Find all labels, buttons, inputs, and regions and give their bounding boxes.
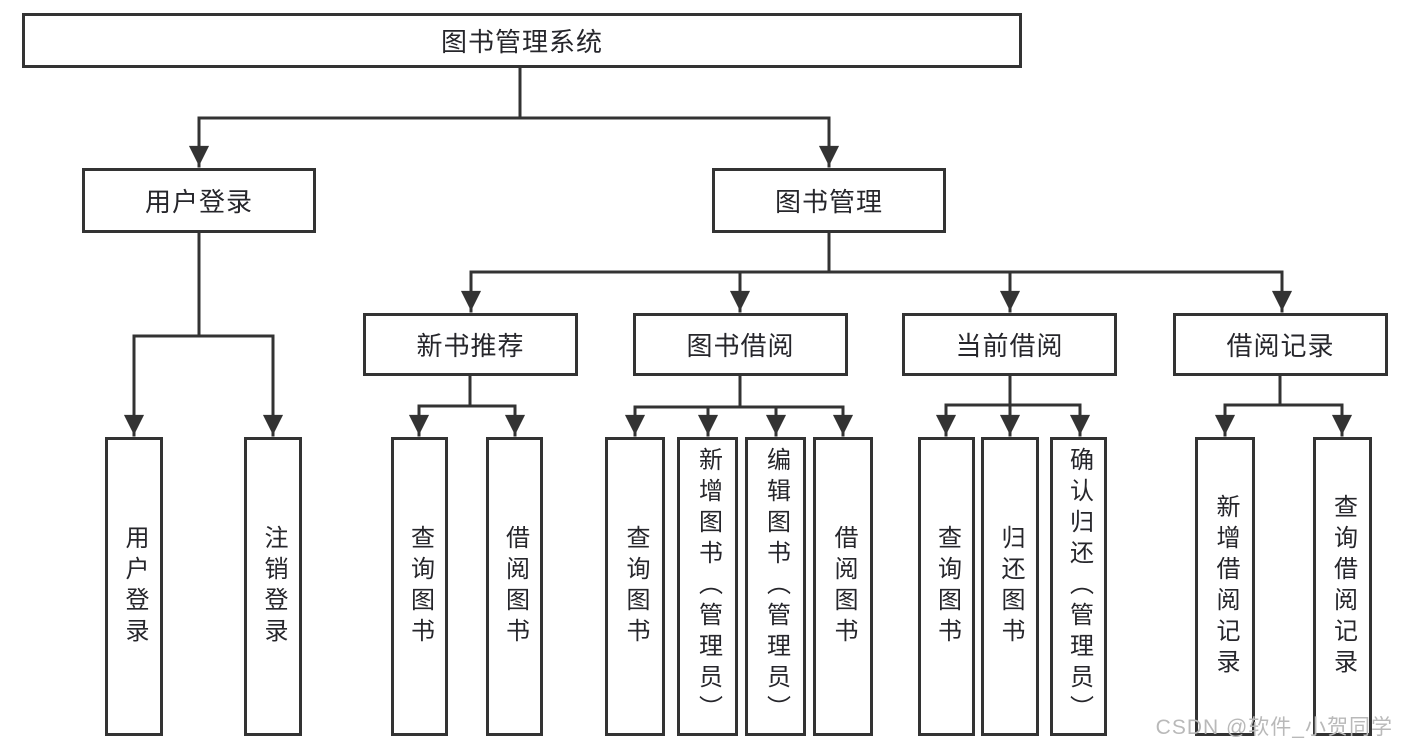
- leaf-add-borrow-record: 新增借阅记录: [1195, 437, 1255, 736]
- node-label: 当前借阅: [955, 331, 1064, 361]
- node-borrow-records: 借阅记录: [1173, 313, 1388, 376]
- connectors: [123, 67, 1353, 437]
- leaf-return-books: 归还图书: [981, 437, 1039, 736]
- leaf-label: 确认归还（管理员）: [1065, 447, 1093, 726]
- leaf-label: 归还图书: [997, 524, 1024, 649]
- leaf-logout: 注销登录: [244, 437, 302, 736]
- watermark-csdn: CSDN @软件_小贺同学: [1155, 716, 1393, 739]
- node-label: 用户登录: [144, 187, 253, 217]
- leaf-edit-book-admin: 编辑图书（管理员）: [745, 437, 806, 736]
- node-book-management: 图书管理: [712, 168, 946, 233]
- leaf-add-book-admin: 新增图书（管理员）: [677, 437, 738, 736]
- node-new-book-recommend: 新书推荐: [363, 313, 578, 376]
- leaf-query-borrow-record: 查询借阅记录: [1313, 437, 1372, 736]
- leaf-label: 借阅图书: [501, 524, 529, 649]
- node-book-borrowing: 图书借阅: [633, 313, 848, 376]
- leaf-user-login: 用户登录: [105, 437, 163, 736]
- leaf-borrow-books-recommend: 借阅图书: [486, 437, 543, 736]
- leaf-label: 查询借阅记录: [1329, 493, 1357, 680]
- node-user-login: 用户登录: [82, 168, 316, 233]
- node-label: 图书管理: [774, 187, 883, 217]
- leaf-query-books-recommend: 查询图书: [391, 437, 448, 736]
- leaf-borrow-books-borrowing: 借阅图书: [813, 437, 873, 736]
- node-library-management-system: 图书管理系统: [22, 13, 1022, 68]
- leaf-label: 查询图书: [406, 524, 434, 649]
- leaf-label: 新增借阅记录: [1212, 493, 1239, 680]
- leaf-label: 查询图书: [933, 524, 961, 649]
- leaf-query-books-borrowing: 查询图书: [605, 437, 665, 736]
- node-label: 图书管理系统: [440, 27, 603, 57]
- leaf-query-books-current: 查询图书: [918, 437, 975, 736]
- leaf-label: 借阅图书: [830, 524, 857, 649]
- node-current-borrowing: 当前借阅: [902, 313, 1117, 376]
- node-label: 新书推荐: [416, 331, 525, 361]
- leaf-label: 用户登录: [121, 524, 148, 649]
- leaf-label: 注销登录: [260, 524, 287, 649]
- leaf-label: 新增图书（管理员）: [694, 447, 722, 726]
- leaf-label: 查询图书: [622, 524, 649, 649]
- leaf-confirm-return-admin: 确认归还（管理员）: [1050, 437, 1107, 736]
- node-label: 图书借阅: [686, 331, 795, 361]
- leaf-label: 编辑图书（管理员）: [762, 447, 790, 726]
- node-label: 借阅记录: [1226, 331, 1335, 361]
